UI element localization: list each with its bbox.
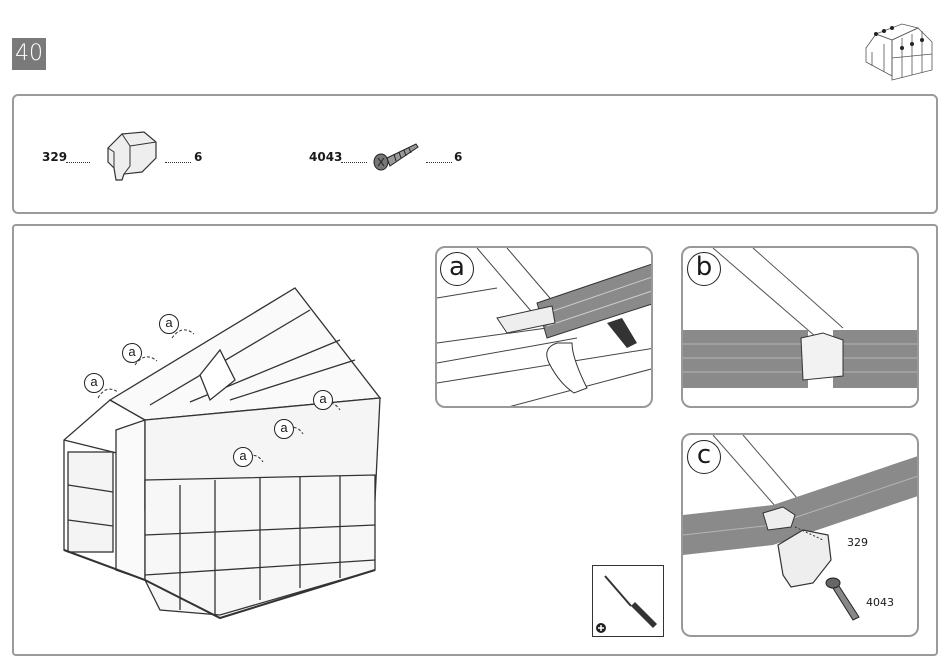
detail-label: a: [440, 252, 474, 286]
part-id: 4043: [309, 150, 342, 164]
callout-a: a: [274, 419, 294, 439]
detail-label: b: [687, 252, 721, 286]
greenhouse-thumbnail-icon: [862, 22, 936, 86]
callout-a: a: [233, 447, 253, 467]
part-id: 329: [42, 150, 67, 164]
callout-a: a: [84, 373, 104, 393]
callout-a: a: [313, 390, 333, 410]
detail-label: c: [687, 440, 721, 474]
greenhouse-illustration: [50, 280, 390, 620]
tool-box: [592, 565, 664, 637]
leader-dots: [426, 162, 452, 163]
end-cap-icon: [100, 128, 162, 184]
leader-dots: [165, 162, 191, 163]
part-qty: 6: [454, 150, 462, 164]
screwdriver-icon: [593, 566, 663, 636]
callout-part-329: 329: [847, 536, 868, 549]
screw-icon: [372, 140, 422, 174]
page-number: 40: [12, 38, 46, 70]
callout-part-4043: 4043: [866, 596, 894, 609]
leader-dots: [66, 162, 90, 163]
callout-a: a: [122, 343, 142, 363]
leader-dots: [341, 162, 367, 163]
callout-a: a: [159, 314, 179, 334]
part-qty: 6: [194, 150, 202, 164]
